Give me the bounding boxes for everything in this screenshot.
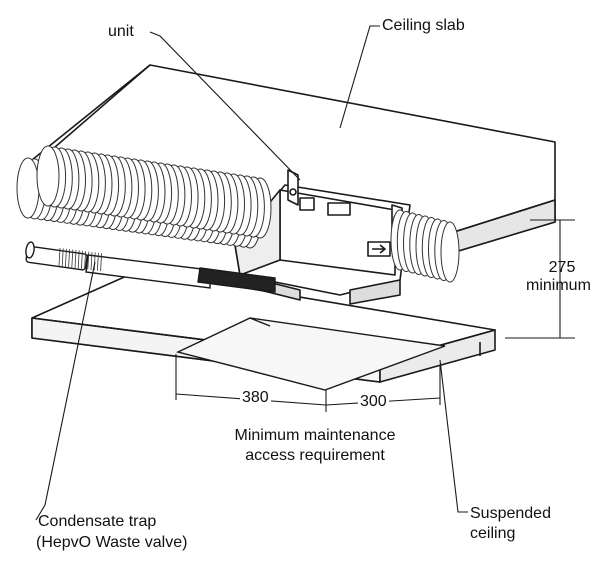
pipe-rib [90,251,93,271]
duct-rib-right [440,221,460,283]
height-dimension-note: minimum [526,277,591,294]
dimension-lines [175,219,575,412]
pipe-rib [71,249,74,268]
access-opening [175,317,446,391]
pipe-rib [87,251,90,270]
pipe-rib [74,249,77,269]
condensate-trap-label-line-1: Condensate trap [38,513,157,530]
flexible-ducts [16,145,272,249]
height-dimension-value: 275 [548,259,576,276]
pipe-rib [97,252,99,271]
trap-leader [35,261,96,521]
pipe-rib [58,247,61,267]
pipe-rib [100,253,102,272]
right-flexible-duct [390,209,460,283]
width-dimension-300: 300 [358,392,389,411]
suspended-ceiling-label-line-2: ceiling [470,525,516,542]
access-requirement-line-1: Minimum maintenance [234,427,396,444]
suspended-ceiling-label-line-1: Suspended [470,505,551,522]
duct-rib-upper [36,145,60,207]
pipe-rib [77,250,80,269]
width-dimension-380: 380 [240,388,271,407]
ceiling-slab-label: Ceiling slab [382,17,465,34]
slab-leader [339,25,380,129]
unit-leader [149,31,301,181]
pipe-rib [84,251,86,270]
leader-lines [35,25,468,521]
pipe-rib [65,248,67,267]
pipe-rib [61,248,64,267]
pipe-rib [68,249,70,268]
duct-rib-lower [16,157,40,219]
pipe-rib [81,250,83,269]
unit-label: unit [108,23,134,40]
pipe-ribs [58,247,102,272]
ceiling-leader [439,359,468,513]
condensate-trap-label-line-2: (HepvO Waste valve) [36,534,188,551]
unit-box [234,169,411,305]
access-requirement-line-2: access requirement [245,447,385,464]
